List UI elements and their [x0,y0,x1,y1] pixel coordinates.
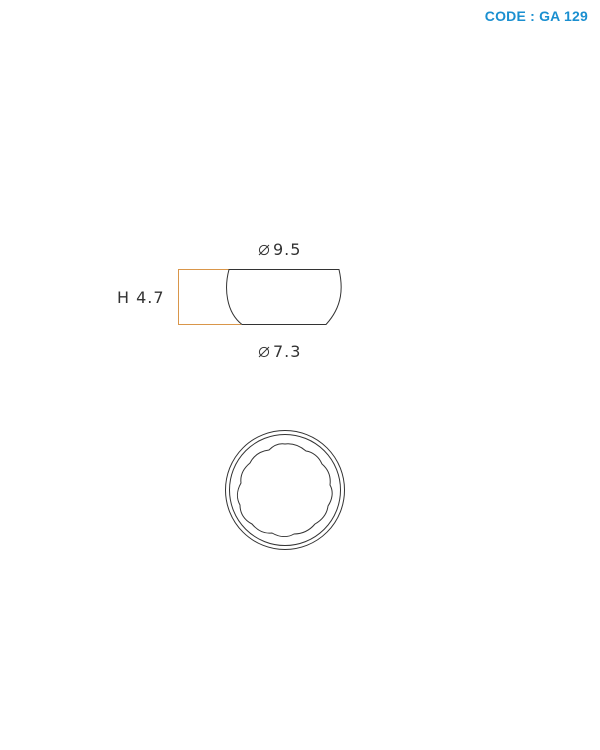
diameter-symbol-icon [258,346,270,358]
bottom-diameter-value: 7.3 [273,342,302,361]
bowl-top-view-inner-rim [229,434,341,546]
bottom-diameter-dimension: 7.3 [258,342,301,361]
height-dimension: H 4.7 [117,288,165,307]
top-diameter-value: 9.5 [273,240,302,259]
bowl-side-profile [226,269,342,325]
bowl-top-view-outer-rim [225,430,345,550]
top-diameter-dimension: 9.5 [258,240,301,259]
product-code-label: CODE : GA 129 [484,8,588,24]
height-bracket [178,269,241,325]
bowl-top-view-wavy-edge [237,443,333,537]
diameter-symbol-icon [258,244,270,256]
